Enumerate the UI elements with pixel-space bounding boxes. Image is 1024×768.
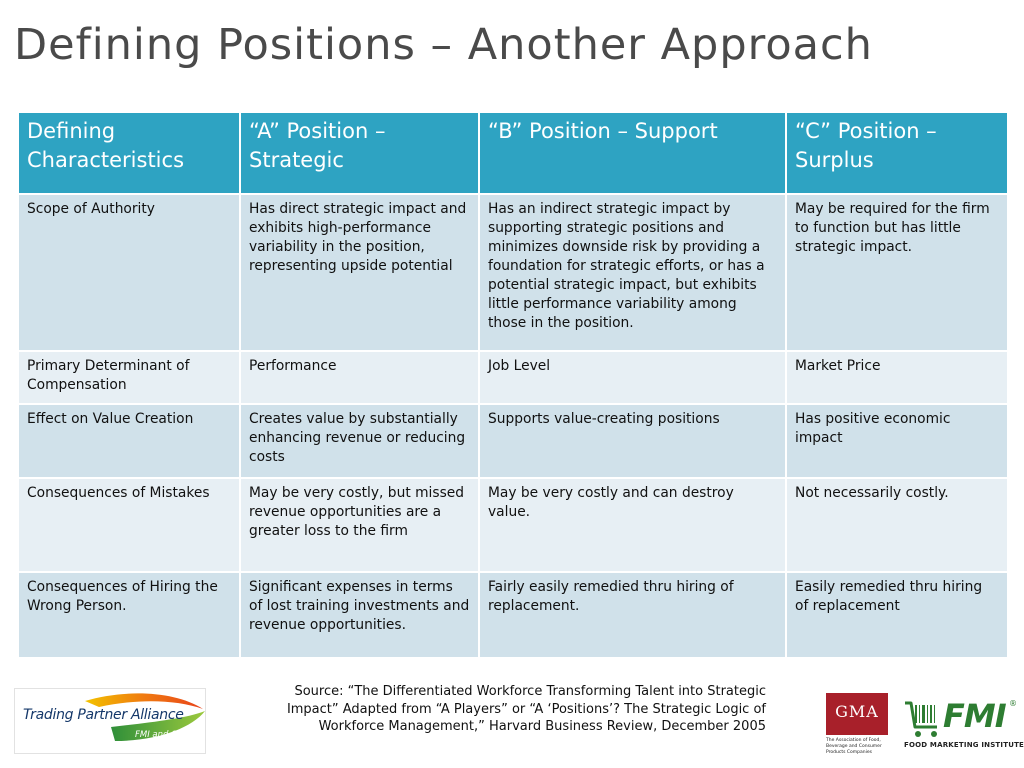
column-header: “A” Position – Strategic	[239, 111, 480, 195]
table-cell: Consequences of Mistakes	[17, 477, 241, 573]
table-cell: Effect on Value Creation	[17, 403, 241, 479]
table-cell: Easily remedied thru hiring of replaceme…	[785, 571, 1009, 659]
table-cell: Primary Determinant of Compensation	[17, 350, 241, 405]
table-row: Effect on Value Creation Creates value b…	[17, 403, 1009, 479]
fmi-tagline: FOOD MARKETING INSTITUTE	[904, 741, 1024, 749]
fmi-logo-text: FMI	[943, 697, 1007, 735]
table-cell: Significant expenses in terms of lost tr…	[239, 571, 480, 659]
table-cell: Market Price	[785, 350, 1009, 405]
table-cell: Fairly easily remedied thru hiring of re…	[478, 571, 787, 659]
gma-tagline: The Association of Food, Beverage and Co…	[826, 738, 882, 755]
tpa-logo-subtext: FMI and GMA	[135, 730, 191, 740]
table-row: Primary Determinant of Compensation Perf…	[17, 350, 1009, 405]
table-cell: May be very costly and can destroy value…	[478, 477, 787, 573]
trading-partner-alliance-logo: Trading Partner Alliance FMI and GMA	[14, 688, 206, 754]
table-row: Consequences of Hiring the Wrong Person.…	[17, 571, 1009, 659]
table-cell: Creates value by substantially enhancing…	[239, 403, 480, 479]
column-header: Defining Characteristics	[17, 111, 241, 195]
table-cell: Performance	[239, 350, 480, 405]
table-cell: Consequences of Hiring the Wrong Person.	[17, 571, 241, 659]
gma-logo: GMA The Association of Food, Beverage an…	[826, 693, 894, 757]
tpa-logo-text: Trading Partner Alliance	[23, 707, 184, 723]
table-header-row: Defining Characteristics “A” Position – …	[17, 111, 1009, 195]
column-header: “C” Position – Surplus	[785, 111, 1009, 195]
slide-title: Defining Positions – Another Approach	[14, 20, 873, 70]
gma-logo-text: GMA	[835, 702, 879, 721]
fmi-logo: FMI ® FOOD MARKETING INSTITUTE	[903, 697, 1024, 757]
column-header: “B” Position – Support	[478, 111, 787, 195]
swoosh-icon	[85, 693, 205, 741]
table-row: Consequences of Mistakes May be very cos…	[17, 477, 1009, 573]
table-cell: Supports value-creating positions	[478, 403, 787, 479]
positions-table: Defining Characteristics “A” Position – …	[17, 111, 1009, 659]
table-cell: Scope of Authority	[17, 193, 241, 352]
table-row: Scope of Authority Has direct strategic …	[17, 193, 1009, 352]
table-cell: Not necessarily costly.	[785, 477, 1009, 573]
table-cell: Has positive economic impact	[785, 403, 1009, 479]
source-citation: Source: “The Differentiated Workforce Tr…	[286, 684, 766, 734]
table-cell: Has an indirect strategic impact by supp…	[478, 193, 787, 352]
shopping-cart-icon	[905, 701, 937, 737]
table-cell: Has direct strategic impact and exhibits…	[239, 193, 480, 352]
table-cell: May be very costly, but missed revenue o…	[239, 477, 480, 573]
registered-mark: ®	[1009, 699, 1017, 708]
table-cell: May be required for the firm to function…	[785, 193, 1009, 352]
table-cell: Job Level	[478, 350, 787, 405]
